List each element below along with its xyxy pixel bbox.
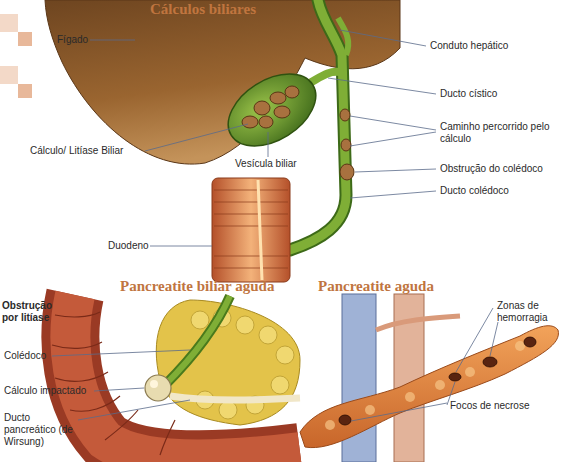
callout-label: Cálculo impactado (4, 385, 86, 397)
corner-squares (0, 14, 32, 98)
callout-label: Vesícula biliar (235, 158, 297, 170)
callout-label: Conduto hepático (430, 40, 508, 52)
callout-label: Zonas de hemorragia (497, 300, 559, 324)
callout-label: Cálculo/ Litíase Biliar (30, 145, 123, 157)
panel-heading: Cálculos biliares (150, 1, 256, 18)
leader-lines (90, 30, 436, 246)
callout-label: Ducto colédoco (440, 185, 509, 197)
callout-label: Focos de necrose (450, 400, 530, 412)
callout-label: Ducto pancreático (de Wirsung) (4, 412, 76, 448)
callout-label: Obstrução do colédoco (440, 163, 543, 175)
callout-label: Ducto cístico (440, 88, 497, 100)
gallbladder (215, 59, 328, 161)
callout-label: Duodeno (108, 240, 149, 252)
panel-heading: Pancreatite aguda (318, 278, 434, 295)
callout-label: Fígado (57, 34, 88, 46)
duodenum (212, 178, 290, 282)
biliary-pancreatitis-illustration (52, 295, 300, 459)
acute-pancreatitis-illustration (300, 294, 558, 462)
callout-label: Colédoco (4, 350, 46, 362)
panel-heading: Pancreatite biliar aguda (120, 278, 274, 295)
callout-label: Obstrução por litíase (2, 300, 70, 324)
callout-label: Caminho percorrido pelo cálculo (440, 121, 550, 145)
